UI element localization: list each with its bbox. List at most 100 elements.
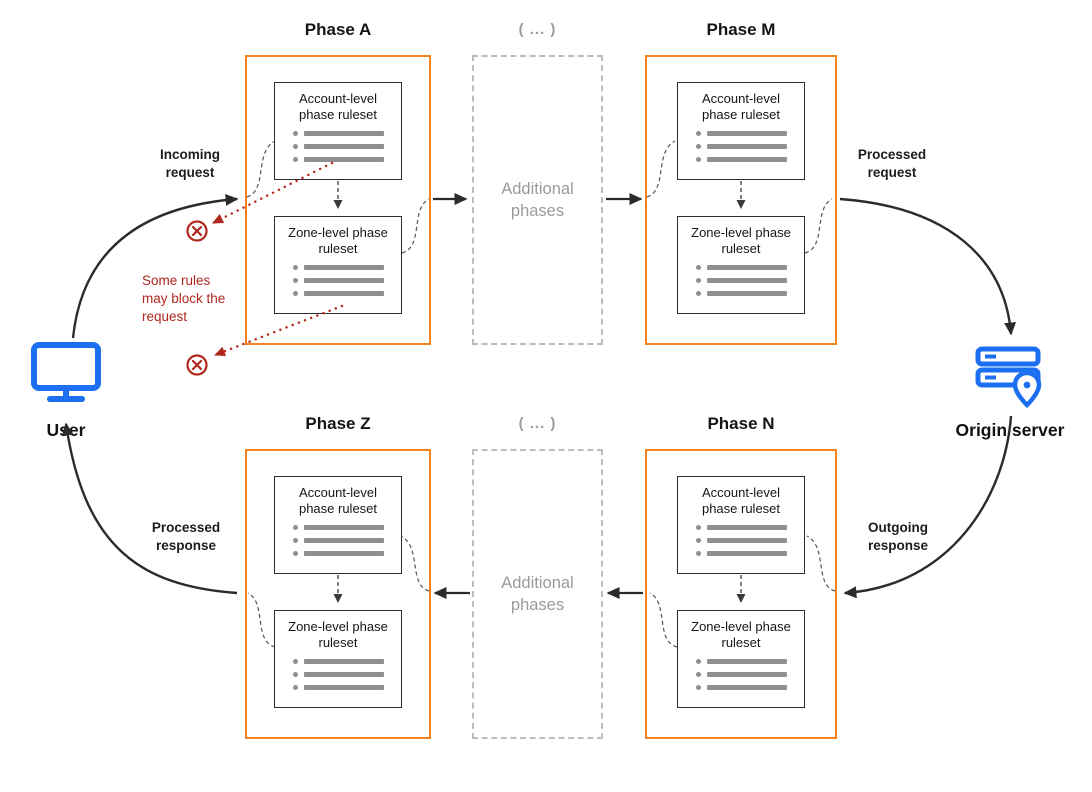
zone-ruleset: Zone-level phase ruleset	[677, 216, 805, 314]
rule-bullet-icon	[695, 659, 701, 664]
outgoing-response-label: Outgoing response	[867, 520, 929, 554]
rule-line	[275, 291, 401, 296]
rule-line	[678, 685, 804, 690]
block-note-label: Some rules may block the request	[142, 273, 226, 325]
rule-bullet-icon	[695, 525, 701, 530]
phase-z-title: Phase Z	[305, 414, 371, 433]
rule-bar	[706, 538, 787, 543]
account-ruleset: Account-level phase ruleset	[677, 82, 805, 180]
phase-m-title: Phase M	[706, 20, 776, 39]
blocked-icon	[186, 220, 208, 242]
rule-line	[275, 278, 401, 283]
rule-bullet-icon	[292, 144, 298, 149]
user-monitor-icon	[30, 341, 102, 410]
origin-server-label: Origin server	[955, 420, 1065, 440]
rule-bar	[706, 672, 787, 677]
rule-bar	[303, 131, 384, 136]
additional-phases-box-top: Additional phases	[472, 55, 603, 345]
rule-bar	[303, 685, 384, 690]
additional-phases-label: Additional phases	[501, 179, 574, 220]
rule-bar	[303, 157, 384, 162]
rule-bullet-icon	[292, 131, 298, 136]
zone-ruleset: Zone-level phase ruleset	[274, 216, 402, 314]
rule-lines	[678, 659, 804, 690]
rule-bullet-icon	[695, 144, 701, 149]
incoming-request-label: Incoming request	[160, 147, 220, 181]
rule-line	[678, 525, 804, 530]
rule-bullet-icon	[695, 265, 701, 270]
rule-lines	[275, 659, 401, 690]
rule-bullet-icon	[695, 291, 701, 296]
phase-a-title: Phase A	[304, 20, 372, 39]
rule-line	[275, 144, 401, 149]
rule-bar	[303, 265, 384, 270]
zone-ruleset: Zone-level phase ruleset	[274, 610, 402, 708]
processed-response-label: Processed response	[151, 520, 221, 554]
rule-bullet-icon	[292, 278, 298, 283]
blocked-icon	[186, 354, 208, 376]
rule-bar	[706, 144, 787, 149]
rule-line	[678, 278, 804, 283]
account-ruleset-label: Account-level phase ruleset	[298, 485, 378, 516]
rule-line	[275, 131, 401, 136]
rule-lines	[275, 525, 401, 556]
rule-bar	[706, 685, 787, 690]
rule-line	[275, 672, 401, 677]
rule-bar	[706, 157, 787, 162]
rule-line	[275, 685, 401, 690]
rule-bullet-icon	[292, 525, 298, 530]
rule-bullet-icon	[695, 157, 701, 162]
rule-bar	[303, 291, 384, 296]
rule-line	[678, 659, 804, 664]
phase-a-box: Account-level phase ruleset Zone-level p…	[245, 55, 431, 345]
rule-bullet-icon	[292, 538, 298, 543]
rule-line	[275, 265, 401, 270]
account-ruleset-label: Account-level phase ruleset	[701, 485, 781, 516]
phase-z-box: Account-level phase ruleset Zone-level p…	[245, 449, 431, 739]
phase-n-title: Phase N	[707, 414, 775, 433]
rule-line	[678, 144, 804, 149]
rule-line	[275, 659, 401, 664]
account-ruleset: Account-level phase ruleset	[274, 476, 402, 574]
rule-bullet-icon	[292, 672, 298, 677]
rule-bar	[706, 265, 787, 270]
processed-request-arrow	[839, 197, 1017, 336]
rule-bar	[303, 538, 384, 543]
rule-line	[678, 131, 804, 136]
rule-line	[275, 157, 401, 162]
zone-ruleset-label: Zone-level phase ruleset	[288, 225, 388, 256]
phase-n-box: Account-level phase ruleset Zone-level p…	[645, 449, 837, 739]
account-ruleset: Account-level phase ruleset	[274, 82, 402, 180]
additional-phases-ellipsis-bottom: ( ... )	[518, 415, 557, 432]
zone-ruleset-label: Zone-level phase ruleset	[691, 225, 791, 256]
rule-bullet-icon	[292, 157, 298, 162]
additional-phases-box-bottom: Additional phases	[472, 449, 603, 739]
additional-phases-label: Additional phases	[501, 573, 574, 614]
zone-ruleset-label: Zone-level phase ruleset	[691, 619, 791, 650]
rule-bullet-icon	[695, 685, 701, 690]
rule-bar	[303, 144, 384, 149]
rule-bar	[706, 525, 787, 530]
rule-bullet-icon	[695, 278, 701, 283]
zone-ruleset: Zone-level phase ruleset	[677, 610, 805, 708]
account-ruleset: Account-level phase ruleset	[677, 476, 805, 574]
rule-bar	[706, 659, 787, 664]
rule-bullet-icon	[292, 265, 298, 270]
rule-bar	[303, 672, 384, 677]
rule-bullet-icon	[292, 291, 298, 296]
rule-bar	[303, 551, 384, 556]
additional-phases-ellipsis-top: ( ... )	[518, 21, 557, 38]
processed-response-arrow	[61, 422, 238, 595]
processed-request-label: Processed request	[857, 147, 927, 181]
rule-line	[275, 538, 401, 543]
rule-lines	[275, 265, 401, 296]
rule-line	[678, 551, 804, 556]
phase-m-box: Account-level phase ruleset Zone-level p…	[645, 55, 837, 345]
rule-line	[678, 672, 804, 677]
rule-lines	[678, 131, 804, 162]
rule-bar	[706, 131, 787, 136]
rule-bar	[706, 291, 787, 296]
rule-line	[275, 525, 401, 530]
rule-lines	[678, 265, 804, 296]
